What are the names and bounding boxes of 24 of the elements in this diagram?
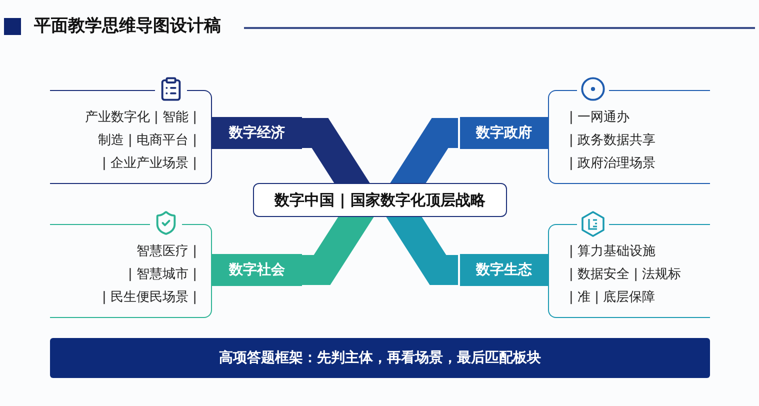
card-text: | 数据安全 | 法规标 (569, 266, 682, 284)
title: 平面教学思维导图设计稿 (34, 15, 221, 37)
card-text: | 政府治理场景 (569, 154, 656, 172)
branch-band (212, 117, 302, 149)
branch-band (460, 117, 548, 149)
card-text: | 准 | 底层保障 (569, 288, 656, 306)
card-text: | 算力基础设施 (569, 242, 656, 260)
branch-label: 数字生态 (476, 261, 532, 279)
card-text: | 智慧城市 | (128, 266, 197, 284)
branch-band (460, 254, 548, 286)
card-text: | 企业产业场景 | (102, 154, 197, 172)
footer-text: 高项答题框架：先判主体，再看场景，最后匹配板块 (219, 349, 541, 367)
branch-label: 数字社会 (229, 261, 285, 279)
card-text: | 一网通办 (569, 108, 630, 126)
branch-label: 数字经济 (229, 124, 285, 142)
card-text: 智慧医疗 | (136, 242, 197, 260)
card-text: | 民生便民场景 | (102, 288, 197, 306)
branch-band (212, 254, 302, 286)
card-text: 产业数字化 | 智能 | (84, 108, 197, 126)
card-text: | 政务数据共享 (569, 132, 656, 150)
card-text: 制造 | 电商平台 | (98, 132, 197, 150)
center-box (253, 183, 507, 217)
center-title: 数字中国 | 国家数字化顶层战略 (274, 190, 486, 210)
branch-label: 数字政府 (476, 124, 532, 142)
